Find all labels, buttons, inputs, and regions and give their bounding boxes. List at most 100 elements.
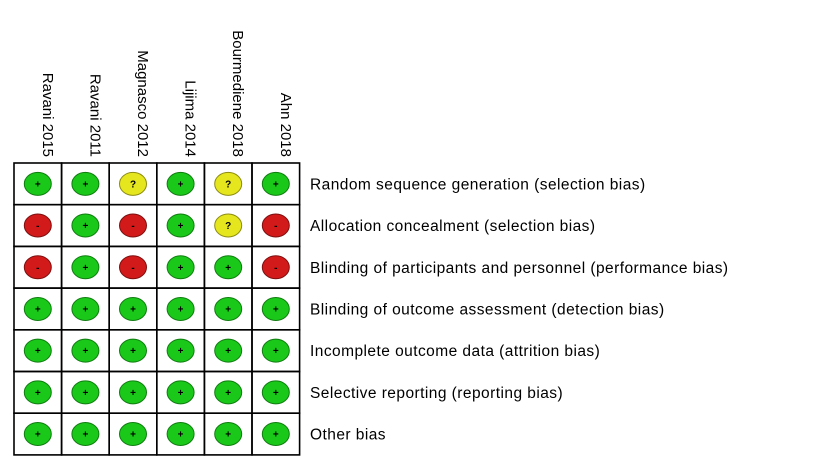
judgement-low-dot — [71, 171, 100, 196]
judgement-low-dot — [261, 171, 290, 196]
judgement-low-dot — [166, 255, 195, 280]
study-label: Ravani 2011 — [86, 74, 103, 157]
judgement-symbol: + — [82, 430, 88, 441]
judgement-symbol: - — [274, 263, 277, 274]
judgement-low-dot — [71, 422, 100, 447]
judgement-symbol: + — [82, 346, 88, 357]
judgement-high-dot — [23, 213, 52, 238]
judgement-high-dot — [119, 255, 147, 280]
judgement-low-dot — [71, 255, 100, 280]
judgement-grid: + +? +? + - + - +? - - + - + + - + + + + + + + + + + + + + + + + + + + + + +… — [13, 162, 301, 456]
judgement-high-dot — [23, 255, 52, 280]
judgement-low-dot — [23, 380, 52, 405]
study-label: Magnasco 2012 — [134, 50, 151, 157]
judgement-symbol: + — [35, 346, 41, 357]
judgement-low-dot — [261, 380, 290, 405]
study-label: Bourmediene 2018 — [229, 30, 246, 157]
judgement-symbol: + — [178, 430, 184, 441]
judgement-low-dot — [261, 422, 290, 447]
judgement-symbol: + — [178, 179, 184, 190]
judgement-symbol: - — [36, 263, 39, 274]
judgement-low-dot — [71, 296, 100, 321]
domain-label: Random sequence generation (selection bi… — [310, 176, 646, 193]
judgement-low-dot — [119, 380, 147, 405]
judgement-high-dot — [119, 213, 147, 238]
judgement-low-dot — [71, 338, 100, 363]
judgement-symbol: + — [225, 263, 231, 274]
judgement-symbol: + — [82, 304, 88, 315]
judgement-symbol: - — [131, 263, 134, 274]
grid-cell — [251, 412, 301, 456]
domain-labels: Random sequence generation (selection bi… — [310, 176, 729, 444]
judgement-low-dot — [214, 380, 243, 405]
judgement-symbol: + — [178, 221, 184, 232]
judgement-symbol: + — [178, 388, 184, 399]
judgement-low-dot — [23, 296, 52, 321]
judgement-symbol: - — [131, 221, 134, 232]
judgement-symbol: + — [130, 304, 136, 315]
judgement-unclear-dot — [119, 171, 147, 196]
judgement-low-dot — [214, 422, 243, 447]
domain-label: Allocation concealment (selection bias) — [310, 218, 596, 235]
domain-label: Other bias — [310, 427, 386, 444]
judgement-symbol: - — [36, 221, 39, 232]
judgement-symbol: + — [273, 304, 279, 315]
judgement-low-dot — [119, 338, 147, 363]
judgement-symbol: - — [274, 221, 277, 232]
domain-label: Blinding of outcome assessment (detectio… — [310, 301, 665, 318]
judgement-symbol: ? — [225, 179, 231, 190]
judgement-symbol: + — [35, 304, 41, 315]
judgement-low-dot — [166, 380, 195, 405]
study-labels: Ravani 2015 Ravani 2011 Magnasco 2012 Lijim… — [39, 30, 294, 157]
judgement-symbol: + — [130, 346, 136, 357]
judgement-high-dot — [261, 255, 290, 280]
judgement-symbol: + — [225, 346, 231, 357]
judgement-symbol: + — [225, 388, 231, 399]
judgement-unclear-dot — [214, 171, 243, 196]
judgement-symbol: + — [82, 221, 88, 232]
judgement-low-dot — [23, 422, 52, 447]
judgement-low-dot — [23, 338, 52, 363]
domain-label: Incomplete outcome data (attrition bias) — [310, 343, 600, 360]
judgement-unclear-dot — [214, 213, 243, 238]
judgement-symbol: + — [273, 430, 279, 441]
judgement-symbol: + — [82, 263, 88, 274]
judgement-low-dot — [166, 171, 195, 196]
judgement-low-dot — [23, 171, 52, 196]
judgement-low-dot — [119, 422, 147, 447]
judgement-symbol: + — [130, 388, 136, 399]
study-label: Ravani 2015 — [39, 73, 56, 157]
judgement-symbol: + — [178, 263, 184, 274]
study-label: Ahn 2018 — [277, 93, 294, 157]
judgement-symbol: ? — [130, 179, 136, 190]
judgement-symbol: + — [130, 430, 136, 441]
judgement-low-dot — [71, 213, 100, 238]
judgement-symbol: + — [273, 179, 279, 190]
judgement-symbol: ? — [225, 221, 231, 232]
judgement-low-dot — [261, 338, 290, 363]
study-label: Lijima 2014 — [182, 80, 199, 157]
judgement-symbol: + — [35, 430, 41, 441]
judgement-low-dot — [166, 213, 195, 238]
judgement-low-dot — [119, 296, 147, 321]
domain-label: Selective reporting (reporting bias) — [310, 385, 563, 402]
judgement-symbol: + — [82, 388, 88, 399]
domain-label: Blinding of participants and personnel (… — [310, 260, 729, 277]
judgement-symbol: + — [82, 179, 88, 190]
judgement-low-dot — [214, 296, 243, 321]
judgement-symbol: + — [35, 388, 41, 399]
judgement-symbol: + — [273, 346, 279, 357]
judgement-low-dot — [214, 255, 243, 280]
judgement-symbol: + — [225, 430, 231, 441]
judgement-symbol: + — [178, 304, 184, 315]
judgement-low-dot — [261, 296, 290, 321]
judgement-high-dot — [261, 213, 290, 238]
judgement-low-dot — [166, 338, 195, 363]
judgement-symbol: + — [35, 179, 41, 190]
judgement-low-dot — [214, 338, 243, 363]
judgement-low-dot — [166, 296, 195, 321]
judgement-symbol: + — [273, 388, 279, 399]
judgement-symbol: + — [225, 304, 231, 315]
judgement-symbol: + — [178, 346, 184, 357]
